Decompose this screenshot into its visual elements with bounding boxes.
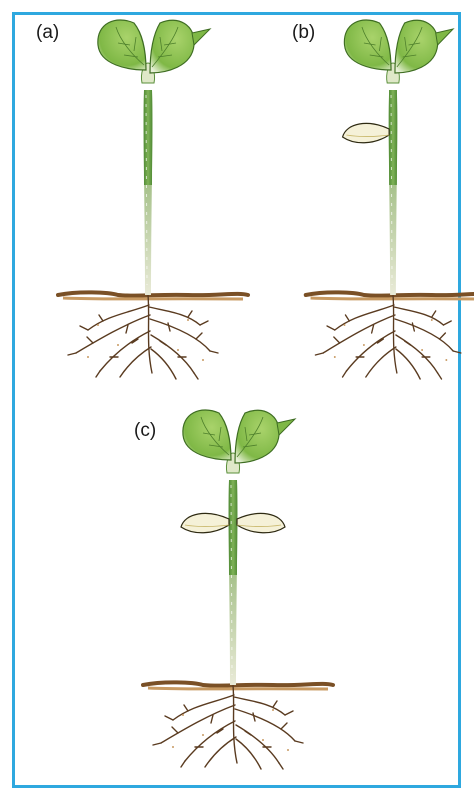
seedling-c-illustration [0, 0, 474, 799]
